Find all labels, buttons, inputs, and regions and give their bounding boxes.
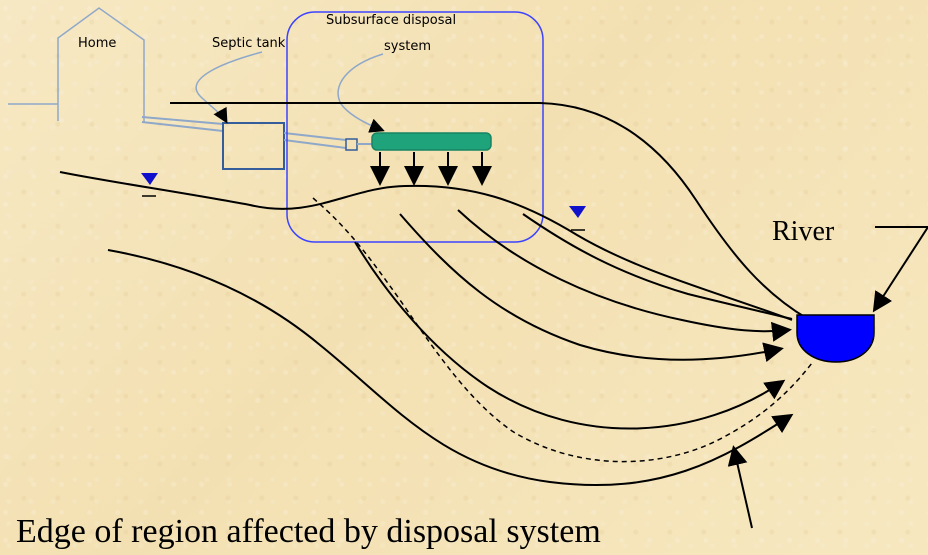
edge-region-pointer — [727, 445, 753, 529]
flow-line-bottom — [107, 249, 794, 486]
water-table-line — [59, 171, 793, 321]
river-channel — [796, 314, 875, 363]
subsurface-disposal-pointer — [337, 53, 385, 133]
home-label: Home — [78, 36, 116, 51]
subsurface-disposal-label-line1: Subsurface disposal — [326, 13, 456, 28]
distribution-box — [345, 138, 358, 151]
septic-tank-label: Septic tank — [212, 36, 286, 51]
house-to-tank-pipe-top — [141, 116, 224, 125]
drain-field — [371, 132, 492, 151]
edge-region-label: Edge of region affected by disposal syst… — [16, 513, 601, 550]
flow-line-upper-right — [457, 209, 792, 342]
septic-tank-pointer — [195, 51, 263, 124]
house-to-tank-pipe-bottom — [141, 121, 224, 132]
river-label: River — [772, 216, 835, 247]
edge-region-dashed-line — [312, 197, 813, 463]
home-outline — [57, 7, 145, 123]
water-table-marker-right — [569, 206, 586, 218]
flow-line-middle — [354, 241, 786, 430]
water-table-marker-left — [141, 173, 158, 185]
septic-tank-box — [222, 122, 285, 170]
tank-to-box-pipe-bottom — [283, 139, 347, 149]
river-pointer — [872, 226, 928, 313]
subsurface-disposal-label-line2: system — [384, 39, 431, 54]
tank-to-box-pipe-top — [283, 132, 347, 141]
flow-line-near-river — [522, 213, 793, 320]
subsurface-disposal-system-box — [286, 11, 544, 243]
flow-line-upper-left — [399, 213, 784, 363]
ground-surface-line — [170, 102, 809, 320]
